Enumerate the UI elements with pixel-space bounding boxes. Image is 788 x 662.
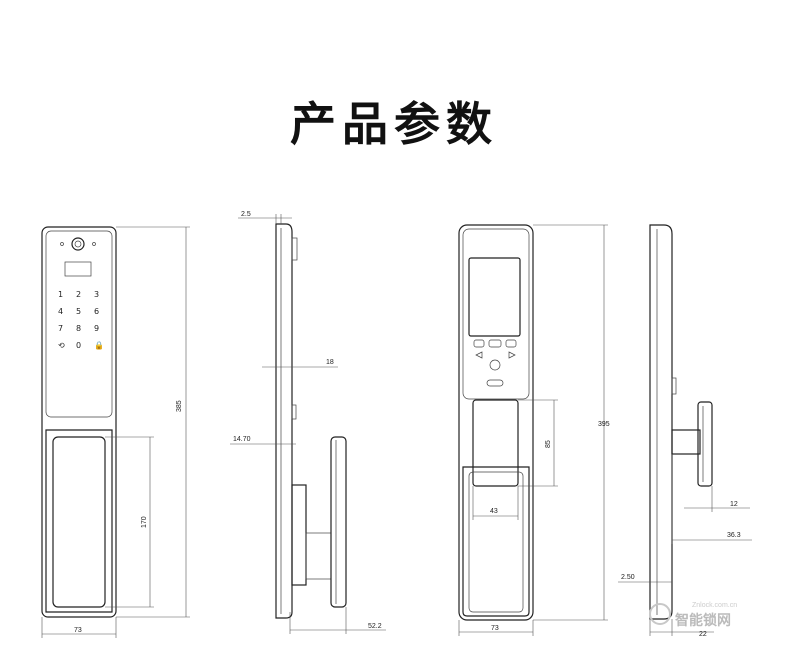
small-display	[64, 261, 92, 277]
keypad-key: 5	[76, 307, 81, 316]
keypad: 1 2 3 4 5 6 7 8 9 ⟲ 0 🔒	[58, 290, 104, 350]
watermark-site: Znlock.com.cn	[692, 602, 737, 609]
offset-label: 14.70	[233, 436, 251, 443]
watermark: Znlock.com.cn 智能锁网	[649, 602, 737, 629]
keypad-key: 6	[94, 307, 99, 316]
side-view-screen: 12 36.3 2.50 22	[618, 224, 752, 638]
height-label: 385	[176, 400, 183, 412]
handle	[52, 436, 106, 608]
keypad-key: 9	[94, 324, 99, 333]
keypad-key: 0	[76, 341, 81, 350]
height-label: 395	[598, 421, 610, 428]
fingerprint-icon	[489, 359, 501, 371]
keypad-key: 2	[76, 290, 81, 299]
sensor-icon	[486, 379, 504, 387]
width-label: 73	[74, 627, 82, 634]
thickness-label: 18	[326, 359, 334, 366]
watermark-logo-icon	[649, 603, 671, 625]
keypad-key: 🔒	[94, 341, 104, 350]
keypad-key: 1	[58, 290, 63, 299]
handle-width-label: 43	[490, 508, 498, 515]
page-title: 产品参数	[290, 97, 498, 151]
keypad-key: 4	[58, 307, 63, 316]
keypad-key: ⟲	[58, 341, 65, 350]
handle-height-label: 170	[141, 516, 148, 528]
front-view-keypad: 1 2 3 4 5 6 7 8 9 ⟲ 0 🔒 385 170 73	[41, 226, 190, 638]
camera-icon	[71, 237, 85, 251]
top-label: 2.5	[241, 211, 251, 218]
front-view-screen: 395 85 43 73	[458, 224, 610, 636]
label-12: 12	[730, 501, 738, 508]
handle-height-label: 85	[545, 440, 552, 448]
side-view-keypad: 2.5 18 14.70 52.2	[230, 211, 386, 634]
handle	[472, 399, 519, 487]
width-label: 73	[491, 625, 499, 632]
watermark-brand: 智能锁网	[674, 612, 731, 629]
keypad-key: 3	[94, 290, 99, 299]
screen-display	[468, 257, 521, 337]
keypad-key: 7	[58, 324, 63, 333]
label-2-50: 2.50	[621, 574, 635, 581]
depth-label: 52.2	[368, 623, 382, 630]
keypad-key: 8	[76, 324, 81, 333]
label-36-3: 36.3	[727, 532, 741, 539]
label-22: 22	[699, 631, 707, 638]
